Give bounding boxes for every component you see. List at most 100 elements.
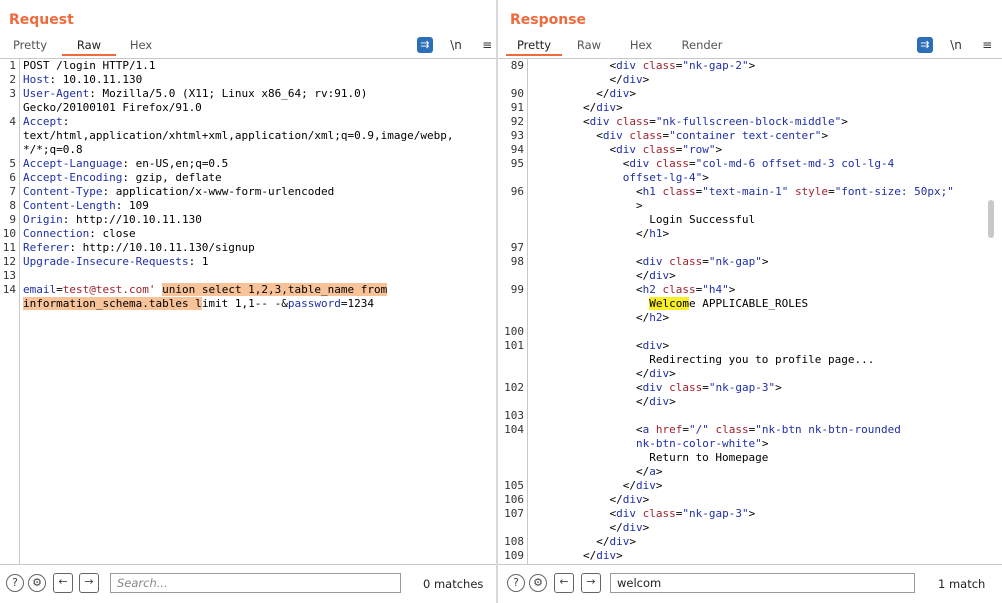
line-number: 1 [9, 59, 16, 72]
line-number: 97 [510, 241, 524, 254]
settings-gear-icon[interactable]: ⚙ [28, 574, 46, 592]
tab-pretty[interactable]: Pretty [506, 36, 562, 56]
line-text: information_schema.tables limit 1,1-- -&… [23, 297, 375, 310]
line-text: </div> [530, 73, 650, 86]
line-number: 105 [504, 479, 524, 492]
line-text: Content-Type: application/x-www-form-url… [23, 185, 335, 198]
tab-raw[interactable]: Raw [576, 38, 602, 52]
line-text: email=test@test.com' union select 1,2,3,… [23, 283, 388, 296]
code-line: */*;q=0.8 [0, 143, 496, 157]
code-line: 107 <div class="nk-gap-3"> [498, 507, 1002, 521]
tab-raw[interactable]: Raw [62, 36, 116, 56]
code-line: 94 <div class="row"> [498, 143, 1002, 157]
code-line: 93 <div class="container text-center"> [498, 129, 1002, 143]
response-search-input[interactable] [610, 573, 915, 593]
wrap-lines-icon[interactable]: ⇉ [417, 37, 433, 53]
response-match-count: 1 match [938, 577, 986, 591]
code-line: Welcome APPLICABLE_ROLES [498, 297, 1002, 311]
line-number: 10 [2, 227, 16, 240]
code-line: 106 </div> [498, 493, 1002, 507]
code-line: </a> [498, 465, 1002, 479]
next-match-button[interactable]: → [79, 573, 99, 593]
settings-gear-icon[interactable]: ⚙ [529, 574, 547, 592]
line-text: Connection: close [23, 227, 136, 240]
line-number: 103 [504, 409, 524, 422]
code-line: 105 </div> [498, 479, 1002, 493]
line-number: 100 [504, 325, 524, 338]
code-line: 89 <div class="nk-gap-2"> [498, 59, 1002, 73]
next-match-button[interactable]: → [581, 573, 601, 593]
line-text: Upgrade-Insecure-Requests: 1 [23, 255, 209, 268]
line-text: Login Successful [530, 213, 756, 226]
line-text: offset-lg-4"> [622, 171, 709, 184]
code-line: 99 <h2 class="h4"> [498, 283, 1002, 297]
line-number: 8 [9, 199, 16, 212]
code-line: Redirecting you to profile page... [498, 353, 1002, 367]
line-text: Return to Homepage [530, 451, 769, 464]
newline-icon[interactable]: \n [950, 38, 962, 52]
line-text: </div> [530, 367, 676, 380]
code-line: 100​ [498, 325, 1002, 339]
menu-icon[interactable]: ≡ [982, 38, 993, 52]
code-line: 10 Connection: close [0, 227, 496, 241]
line-number: 108 [504, 535, 524, 548]
prev-match-button[interactable]: ← [554, 573, 574, 593]
tab-pretty[interactable]: Pretty [12, 38, 48, 52]
tab-hex[interactable]: Hex [629, 38, 653, 52]
line-text: <h2 class="h4"> [530, 283, 736, 296]
line-text: Gecko/20100101 Firefox/91.0 [23, 101, 202, 114]
help-icon[interactable]: ? [507, 574, 525, 592]
pane-divider[interactable] [496, 0, 498, 603]
response-tabs: Pretty Raw Hex Render [498, 36, 1002, 59]
line-number: 6 [9, 171, 16, 184]
code-line: </div> [498, 395, 1002, 409]
response-title: Response [510, 12, 587, 28]
line-number: 93 [510, 129, 524, 142]
request-tabs: Pretty Raw Hex [0, 36, 496, 59]
response-editor[interactable]: 89 <div class="nk-gap-2"> </div> 90 </div… [498, 59, 1002, 564]
request-search-input[interactable] [110, 573, 401, 593]
code-line: > [498, 199, 1002, 213]
code-line: </div> [498, 367, 1002, 381]
code-line: 103​ [498, 409, 1002, 423]
line-number: 7 [9, 185, 16, 198]
line-text: Accept-Encoding: gzip, deflate [23, 171, 222, 184]
line-text: <div class="nk-gap-3"> [530, 507, 756, 520]
line-text: > [530, 199, 643, 212]
line-text: </div> [530, 101, 623, 114]
response-pane: Response Pretty Raw Hex Render ⇉ \n ≡ 89… [498, 0, 1002, 603]
prev-match-button[interactable]: ← [53, 573, 73, 593]
line-text: Accept-Language: en-US,en;q=0.5 [23, 157, 229, 170]
line-text: Accept: [23, 115, 70, 128]
line-text: Content-Length: 109 [23, 199, 149, 212]
line-number: 90 [510, 87, 524, 100]
help-icon[interactable]: ? [6, 574, 24, 592]
line-number: 102 [504, 381, 524, 394]
line-number: 104 [504, 423, 524, 436]
line-text: </div> [530, 87, 636, 100]
code-line: information_schema.tables limit 1,1-- -&… [0, 297, 496, 311]
line-text: </div> [530, 521, 650, 534]
line-number: 14 [2, 283, 16, 296]
code-line: 108 </div> [498, 535, 1002, 549]
line-text: <div class="nk-gap-3"> [530, 381, 782, 394]
response-scrollbar[interactable] [988, 200, 994, 238]
menu-icon[interactable]: ≡ [482, 38, 493, 52]
code-line: </h2> [498, 311, 1002, 325]
wrap-lines-icon[interactable]: ⇉ [917, 37, 933, 53]
line-number: 3 [9, 87, 16, 100]
line-text: ​ [530, 241, 1002, 255]
line-number: 94 [510, 143, 524, 156]
line-text: */*;q=0.8 [23, 143, 83, 156]
tab-hex[interactable]: Hex [129, 38, 153, 52]
line-text: <a href="/" class="nk-btn nk-btn-rounded [530, 423, 901, 436]
line-text: </div> [530, 269, 676, 282]
line-text: nk-btn-color-white"> [635, 437, 769, 450]
line-text: <h1 class="text-main-1" style="font-size… [530, 185, 954, 198]
tab-render[interactable]: Render [681, 38, 723, 52]
line-number: 13 [2, 269, 16, 282]
code-line: 98 <div class="nk-gap"> [498, 255, 1002, 269]
newline-icon[interactable]: \n [450, 38, 462, 52]
